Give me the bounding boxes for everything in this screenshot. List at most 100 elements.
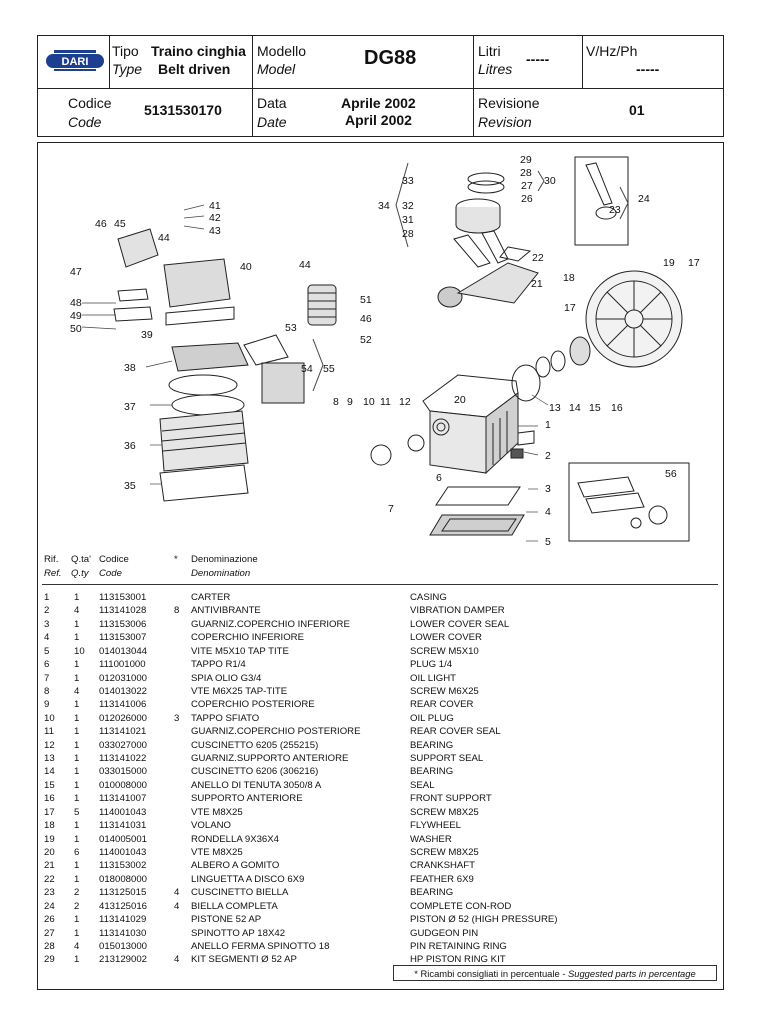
model-label-en: Model bbox=[257, 61, 296, 77]
cell-code: 113141030 bbox=[99, 927, 147, 939]
cell-code: 113141029 bbox=[99, 914, 147, 926]
vhz-value: ----- bbox=[636, 61, 660, 77]
svg-text:39: 39 bbox=[141, 329, 153, 341]
header-code-en: Code bbox=[99, 568, 122, 579]
cell-it: PISTONE 52 AP bbox=[191, 914, 262, 926]
cell-qty: 1 bbox=[74, 833, 80, 845]
cell-qty: 4 bbox=[74, 685, 80, 697]
cell-code: 014005001 bbox=[99, 833, 148, 845]
cell-qty: 1 bbox=[74, 914, 80, 926]
svg-text:24: 24 bbox=[638, 193, 650, 205]
svg-text:17: 17 bbox=[564, 302, 576, 314]
cell-ref: 21 bbox=[44, 860, 55, 872]
cell-qty: 1 bbox=[74, 739, 80, 751]
cell-ref: 5 bbox=[44, 645, 50, 657]
cell-en: BEARING bbox=[410, 766, 454, 778]
svg-text:22: 22 bbox=[532, 252, 544, 264]
cell-code: 033015000 bbox=[99, 766, 148, 778]
type-label-en: Type bbox=[112, 61, 143, 77]
model-value: DG88 bbox=[364, 47, 417, 69]
cell-it: CARTER bbox=[191, 592, 231, 603]
cell-code: 014013044 bbox=[99, 645, 148, 657]
cell-en: SCREW M8X25 bbox=[410, 806, 479, 818]
cell-it: VITE M5X10 TAP TITE bbox=[191, 645, 289, 657]
cell-ref: 7 bbox=[44, 672, 50, 684]
cell-ref: 16 bbox=[44, 793, 55, 805]
cell-qty: 2 bbox=[74, 900, 80, 912]
cell-en: PIN RETAINING RING bbox=[410, 940, 507, 952]
cell-it: GUARNIZ.COPERCHIO POSTERIORE bbox=[191, 726, 361, 738]
cell-it: VOLANO bbox=[191, 820, 231, 832]
cell-en: CRANKSHAFT bbox=[410, 860, 476, 872]
recommended-parts-note: * Ricambi consigliati in percentuale - S… bbox=[393, 965, 717, 981]
type-label-it: Tipo bbox=[112, 43, 139, 59]
cell-code: 213129002 bbox=[99, 954, 148, 966]
cell-en: BEARING bbox=[410, 739, 454, 751]
svg-text:11: 11 bbox=[380, 396, 391, 408]
cell-it: CUSCINETTO BIELLA bbox=[191, 887, 289, 899]
header-code-it: Codice bbox=[99, 554, 129, 565]
svg-text:33: 33 bbox=[402, 175, 414, 187]
svg-text:44: 44 bbox=[299, 259, 311, 271]
date-label-it: Data bbox=[257, 95, 287, 111]
svg-text:53: 53 bbox=[285, 322, 297, 334]
svg-text:8: 8 bbox=[333, 396, 339, 408]
svg-text:16: 16 bbox=[611, 402, 623, 414]
cell-qty: 1 bbox=[74, 954, 80, 966]
date-value-en: April 2002 bbox=[345, 112, 412, 128]
svg-text:4: 4 bbox=[545, 506, 551, 518]
cell-qty: 2 bbox=[74, 887, 80, 899]
cell-qty: 1 bbox=[74, 592, 80, 603]
header-box: DARI Tipo Type Traino cinghia Belt drive… bbox=[37, 35, 724, 137]
cell-ref: 17 bbox=[44, 806, 55, 818]
svg-text:54: 54 bbox=[301, 363, 313, 375]
cell-en: FEATHER 6X9 bbox=[410, 873, 474, 885]
cell-code: 113153007 bbox=[99, 632, 147, 644]
svg-text:2: 2 bbox=[545, 450, 551, 462]
svg-text:28: 28 bbox=[520, 167, 532, 179]
cell-code: 413125016 bbox=[99, 900, 148, 912]
svg-text:43: 43 bbox=[209, 225, 221, 237]
revision-label-it: Revisione bbox=[478, 95, 540, 111]
revision-value: 01 bbox=[629, 102, 645, 118]
litres-label-en: Litres bbox=[478, 61, 513, 77]
svg-text:29: 29 bbox=[520, 154, 532, 166]
cell-star: 8 bbox=[174, 605, 180, 617]
cell-en: SCREW M6X25 bbox=[410, 685, 479, 697]
svg-text:31: 31 bbox=[402, 214, 414, 226]
cell-code: 113153006 bbox=[99, 618, 147, 630]
svg-text:14: 14 bbox=[569, 402, 581, 414]
cell-it: CUSCINETTO 6206 (306216) bbox=[191, 766, 319, 778]
cell-code: 113141022 bbox=[99, 753, 147, 765]
cell-qty: 4 bbox=[74, 940, 80, 952]
svg-text:13: 13 bbox=[549, 402, 561, 414]
svg-text:35: 35 bbox=[124, 480, 136, 492]
svg-text:55: 55 bbox=[323, 363, 335, 375]
vibration-damper-part bbox=[510, 448, 524, 459]
cell-code: 012026000 bbox=[99, 712, 148, 724]
svg-text:46: 46 bbox=[360, 313, 372, 325]
cell-en: COMPLETE CON-ROD bbox=[410, 900, 512, 912]
cell-it: TAPPO SFIATO bbox=[191, 712, 260, 724]
cell-ref: 11 bbox=[44, 726, 54, 738]
air-filter-part bbox=[243, 284, 337, 404]
cell-en: OIL LIGHT bbox=[410, 672, 457, 684]
svg-text:45: 45 bbox=[114, 218, 126, 230]
cell-qty: 1 bbox=[74, 779, 80, 791]
cell-ref: 13 bbox=[44, 753, 55, 765]
cell-it: GUARNIZ.COPERCHIO INFERIORE bbox=[191, 618, 350, 630]
cell-ref: 18 bbox=[44, 820, 55, 832]
svg-text:7: 7 bbox=[388, 503, 394, 515]
cell-it: COPERCHIO INFERIORE bbox=[191, 632, 305, 644]
